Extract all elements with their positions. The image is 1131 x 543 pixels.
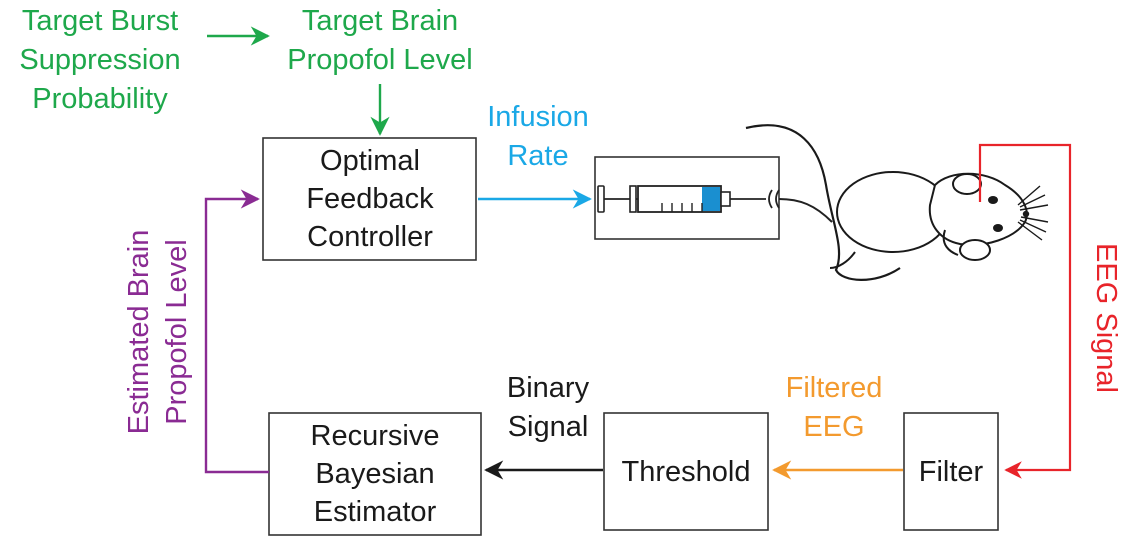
infusion-rate-line-1: Infusion [487, 101, 589, 133]
target-burst-line-3: Probability [32, 83, 168, 115]
eeg-signal-wire [978, 143, 1072, 479]
filtered-eeg-line-2: EEG [803, 411, 864, 443]
rat-icon [745, 124, 1049, 281]
filtered-eeg-line-1: Filtered [786, 372, 883, 404]
target-burst-line-2: Suppression [19, 44, 180, 76]
controller-block [262, 137, 477, 261]
target-burst-line-1: Target Burst [22, 5, 178, 37]
estimated-level-line-2: Propofol Level [161, 239, 193, 424]
target-brain-line-1: Target Brain [302, 5, 458, 37]
target-brain-label: Target Brain Propofol Level [287, 5, 472, 76]
infusion-rate-line-2: Rate [507, 140, 568, 172]
threshold-label: Threshold [622, 456, 751, 488]
filter-block [903, 412, 999, 531]
controller-line-2: Feedback [306, 183, 434, 215]
estimator-line-1: Recursive [311, 420, 440, 452]
binary-signal-line-1: Binary [507, 372, 590, 404]
controller-line-1: Optimal [320, 145, 420, 177]
filter-label: Filter [919, 456, 984, 488]
estimator-line-2: Bayesian [315, 458, 434, 490]
eeg-signal-label: EEG Signal [1090, 243, 1122, 393]
estimator-line-3: Estimator [314, 496, 437, 528]
threshold-block [603, 412, 769, 531]
syringe-pump-icon [594, 156, 833, 240]
estimated-level-line-1: Estimated Brain [123, 230, 155, 435]
target-brain-line-2: Propofol Level [287, 44, 472, 76]
estimator-block [268, 412, 482, 536]
controller-line-3: Controller [307, 221, 433, 253]
binary-signal-line-2: Signal [508, 411, 589, 443]
target-burst-label: Target Burst Suppression Probability [19, 5, 180, 115]
estimated-level-wire [204, 189, 269, 474]
